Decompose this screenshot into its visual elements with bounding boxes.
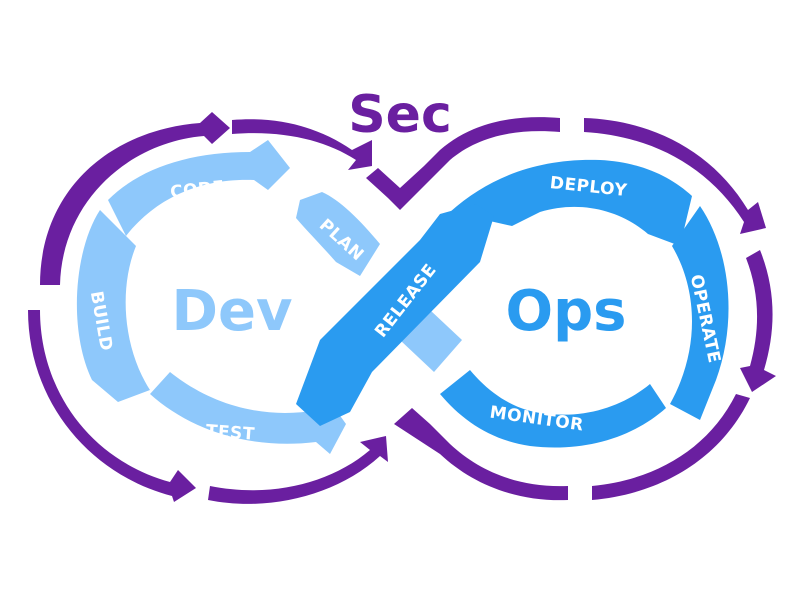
sec-arrow-right-side	[740, 250, 776, 392]
sec-outer-ring	[28, 112, 776, 504]
sec-arrow-right-bottom	[592, 394, 750, 500]
sec-arrow-left-bottom	[208, 436, 388, 504]
sec-arrow-left-upper	[232, 119, 372, 170]
ops-segment-release	[296, 204, 494, 426]
ops-segment-monitor	[440, 370, 666, 448]
stage-code-label: CODE	[169, 177, 225, 203]
sec-arrow-left-top	[40, 112, 230, 285]
ops-segment-operate	[670, 206, 729, 420]
sec-title: Sec	[348, 85, 452, 145]
dev-segment-code	[108, 140, 290, 236]
dev-label: Dev	[172, 279, 293, 344]
sec-arrow-left-side	[28, 310, 196, 502]
dev-segment-plan	[296, 192, 380, 276]
dev-segment-test	[150, 372, 346, 454]
ops-label: Ops	[505, 279, 626, 344]
sec-arrow-cross-top	[366, 117, 560, 210]
sec-arrow-cross-bottom	[394, 408, 568, 501]
sec-arrow-right-top	[584, 118, 766, 234]
dev-segment-build	[76, 210, 150, 402]
ops-segment-deploy	[450, 159, 692, 246]
ops-loop	[296, 159, 729, 448]
stage-test-label: TEST	[205, 421, 255, 444]
